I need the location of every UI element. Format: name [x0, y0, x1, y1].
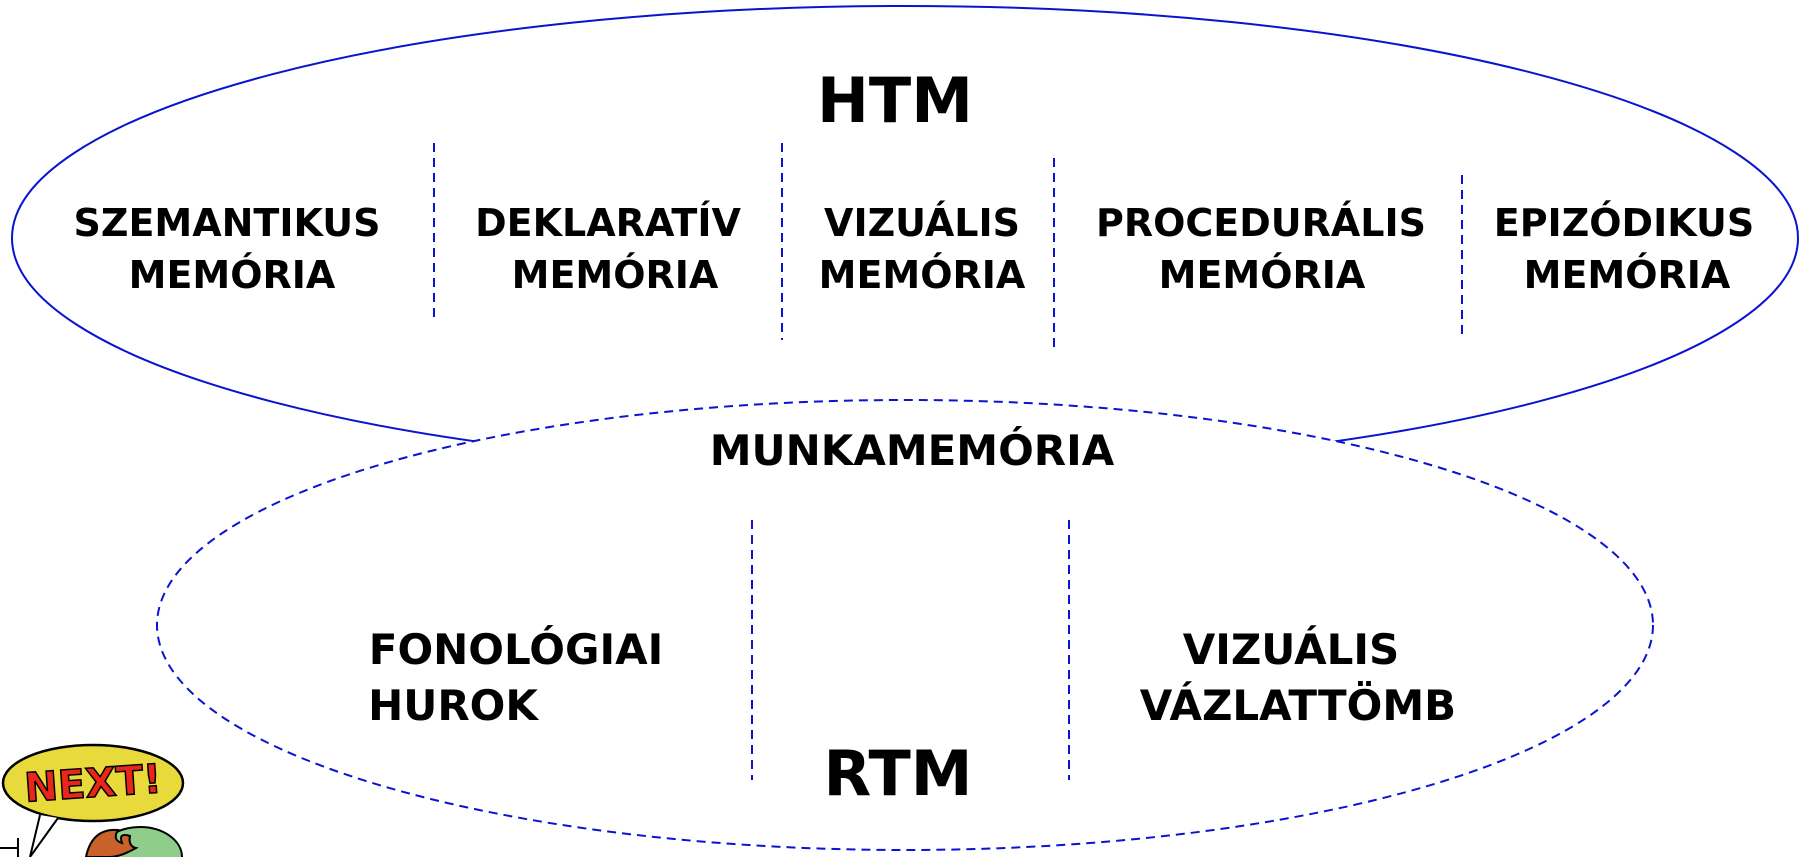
rtm-ellipse: [156, 399, 1654, 851]
htm-column-episodic: EPIZÓDIKUS MEMÓRIA: [1494, 201, 1755, 297]
column-line1: SZEMANTIKUS: [74, 201, 381, 245]
column-line2: MEMÓRIA: [129, 253, 336, 297]
column-line2: MEMÓRIA: [1159, 253, 1366, 297]
working-memory-title: MUNKAMEMÓRIA: [710, 425, 1115, 475]
next-speech-bubble[interactable]: [1, 743, 185, 823]
htm-column-declarative: DEKLARATÍV MEMÓRIA: [475, 201, 741, 297]
column-line1: EPIZÓDIKUS: [1494, 201, 1755, 245]
htm-title: HTM: [817, 64, 973, 137]
column-line2: MEMÓRIA: [512, 253, 719, 297]
next-label[interactable]: NEXT!: [22, 756, 164, 813]
cartoon-character-icon: [0, 826, 183, 857]
component-line1: FONOLÓGIAI: [369, 624, 663, 674]
column-line1: PROCEDURÁLIS: [1096, 201, 1426, 245]
column-line2: MEMÓRIA: [1524, 253, 1731, 297]
column-line1: DEKLARATÍV: [475, 201, 741, 245]
column-line2: MEMÓRIA: [819, 253, 1026, 297]
rtm-phonological-loop: FONOLÓGIAI HUROK: [368, 624, 663, 730]
htm-column-procedural: PROCEDURÁLIS MEMÓRIA: [1096, 201, 1426, 297]
rtm-visuospatial-sketchpad: VIZUÁLIS VÁZLATTÖMB: [1140, 624, 1456, 730]
htm-column-semantic: SZEMANTIKUS MEMÓRIA: [74, 201, 381, 297]
rtm-title: RTM: [824, 737, 973, 810]
next-bubble-tail: [29, 814, 59, 857]
component-line2: HUROK: [368, 681, 539, 730]
component-line2: VÁZLATTÖMB: [1140, 680, 1456, 730]
column-line1: VIZUÁLIS: [824, 201, 1020, 245]
htm-column-visual: VIZUÁLIS MEMÓRIA: [819, 201, 1026, 297]
next-button[interactable]: NEXT!: [0, 743, 185, 857]
component-line1: VIZUÁLIS: [1183, 624, 1400, 674]
